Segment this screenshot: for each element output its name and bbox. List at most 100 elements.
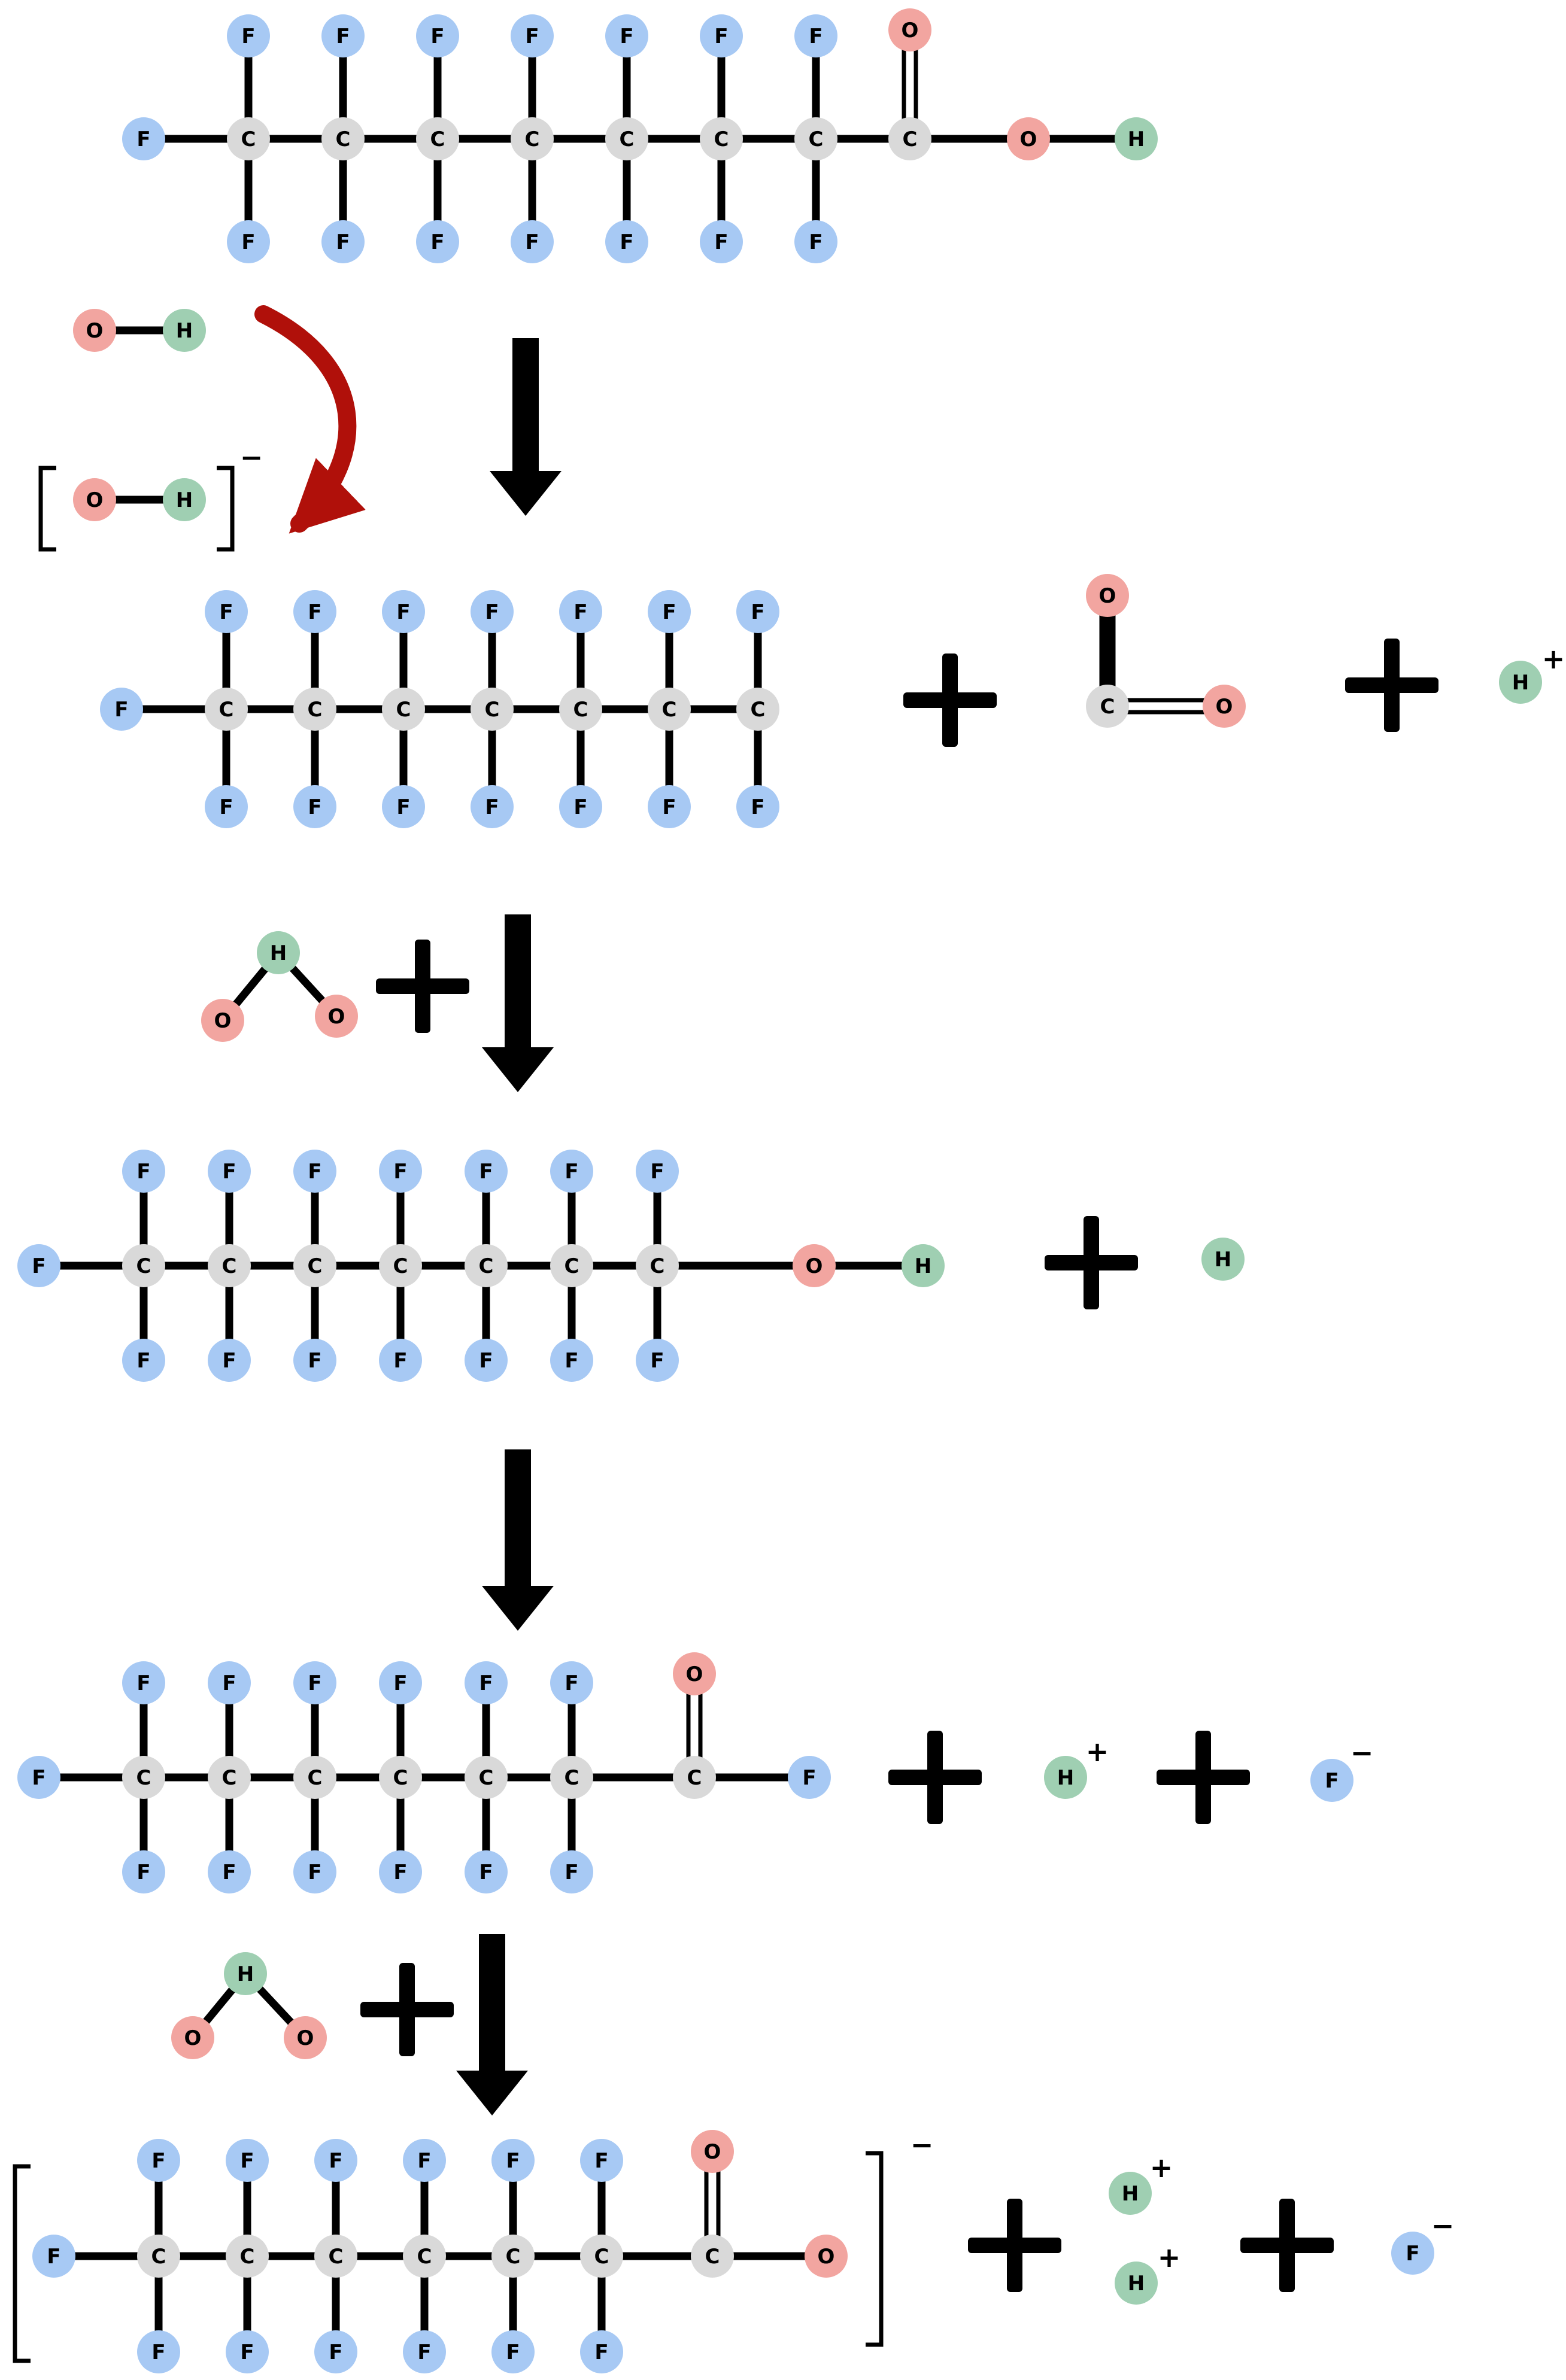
atom-symbol: F xyxy=(222,1349,236,1373)
atom-symbol: O xyxy=(328,1005,345,1029)
curved-arrow-icon xyxy=(254,305,366,534)
chain-carbon-atom: C xyxy=(227,117,270,160)
atom-symbol: C xyxy=(393,1254,408,1278)
atom-symbol: F xyxy=(329,2149,342,2173)
negative-charge: − xyxy=(1350,1737,1374,1769)
atom-symbol: F xyxy=(485,795,499,819)
proton-atom: H xyxy=(1115,2262,1158,2305)
fluorine-atom: F xyxy=(559,785,602,828)
atom-symbol: C xyxy=(396,698,411,722)
fluorine-atom: F xyxy=(293,590,336,633)
hydroxyl-radical-hydrogen: H xyxy=(163,309,206,352)
fluorine-atom: F xyxy=(314,2139,357,2182)
hydroxyl-hydrogen-atom: H xyxy=(902,1244,945,1287)
atom-symbol: C xyxy=(565,1766,579,1790)
atom-symbol: F xyxy=(620,25,633,48)
chain-carbon-atom: C xyxy=(465,1244,508,1287)
negative-charge: − xyxy=(1431,2209,1455,2242)
hydroperoxyl-oxygen: O xyxy=(201,999,244,1042)
atom-symbol: H xyxy=(1057,1766,1074,1790)
fluorine-atom: F xyxy=(636,1339,679,1382)
atom-symbol: F xyxy=(151,2341,165,2364)
chain-carbon-atom: C xyxy=(550,1756,593,1799)
fluorine-atom: F xyxy=(580,2330,623,2373)
chain-carbon-atom: C xyxy=(122,1244,165,1287)
fluorine-atom: F xyxy=(416,14,459,57)
plus-sign-icon xyxy=(376,940,469,1033)
hydroxide-hydrogen: H xyxy=(163,478,206,521)
carboxylate-carbon-atom: C xyxy=(691,2235,734,2278)
atom-symbol: F xyxy=(565,1861,578,1884)
hydroperoxyl-oxygen: O xyxy=(315,995,358,1038)
fluorine-atom: F xyxy=(491,2330,535,2373)
carboxylate-oxygen-atom: O xyxy=(691,2130,734,2173)
atom-symbol: F xyxy=(573,600,587,624)
chain-carbon-atom: C xyxy=(794,117,837,160)
atom-symbol: F xyxy=(565,1671,578,1695)
atom-symbol: F xyxy=(336,230,350,254)
atom-symbol: F xyxy=(308,1861,321,1884)
atom-symbol: C xyxy=(479,1254,494,1278)
acyl-fluorine-atom: F xyxy=(788,1756,831,1799)
atom-symbol: F xyxy=(32,1254,45,1278)
chain-carbon-atom: C xyxy=(122,1756,165,1799)
chain-carbon-atom: C xyxy=(293,1244,336,1287)
terminal-fluorine-atom: F xyxy=(122,117,165,160)
chain-carbon-atom: C xyxy=(208,1244,251,1287)
atom-symbol: C xyxy=(336,127,351,151)
chain-carbon-atom: C xyxy=(208,1756,251,1799)
atom-symbol: F xyxy=(479,1861,493,1884)
proton-atom: H xyxy=(1044,1756,1087,1799)
fluorine-atom: F xyxy=(205,785,248,828)
fluorine-atom: F xyxy=(465,1339,508,1382)
fluorine-atom: F xyxy=(382,590,425,633)
negative-charge: − xyxy=(240,441,263,473)
atom-symbol: C xyxy=(241,127,256,151)
atom-symbol: C xyxy=(393,1766,408,1790)
atom-symbol: F xyxy=(802,1766,816,1790)
chain-carbon-atom: C xyxy=(700,117,743,160)
chain-carbon-atom: C xyxy=(403,2235,446,2278)
chain-carbon-atom: C xyxy=(293,1756,336,1799)
atom-symbol: C xyxy=(219,698,234,722)
fluorine-atom: F xyxy=(471,785,514,828)
fluorine-atom: F xyxy=(227,220,270,263)
fluorine-atom: F xyxy=(550,1661,593,1704)
fluorine-atom: F xyxy=(491,2139,535,2182)
hydroxide-oxygen: O xyxy=(73,478,116,521)
fluorine-atom: F xyxy=(208,1339,251,1382)
acyl-carbon-atom: C xyxy=(673,1756,716,1799)
atom-symbol: F xyxy=(222,1160,236,1184)
plus-sign-icon xyxy=(968,2199,1061,2292)
atom-symbol: F xyxy=(136,1160,150,1184)
atom-symbol: C xyxy=(620,127,635,151)
chain-carbon-atom: C xyxy=(226,2235,269,2278)
atom-symbol: F xyxy=(485,600,499,624)
fluorine-atom: F xyxy=(700,14,743,57)
atom-symbol: C xyxy=(687,1766,702,1790)
atom-symbol: C xyxy=(222,1766,237,1790)
atom-symbol: C xyxy=(506,2245,521,2269)
atom-symbol: F xyxy=(430,25,444,48)
atom-symbol: O xyxy=(297,2026,314,2050)
atom-symbol: F xyxy=(114,698,128,722)
fluorine-atom: F xyxy=(379,1339,422,1382)
plus-sign-icon xyxy=(888,1731,982,1824)
fluorine-atom: F xyxy=(465,1661,508,1704)
plus-sign-icon xyxy=(360,1963,454,2056)
chain-carbon-atom: C xyxy=(648,688,691,731)
atom-symbol: C xyxy=(308,698,323,722)
atom-symbol: C xyxy=(705,2245,720,2269)
down-arrow-icon xyxy=(482,1449,554,1631)
atom-symbol: F xyxy=(151,2149,165,2173)
positive-charge: + xyxy=(1086,1735,1109,1768)
atom-symbol: F xyxy=(565,1349,578,1373)
atom-symbol: F xyxy=(396,795,410,819)
atom-symbol: F xyxy=(594,2341,608,2364)
atom-symbol: F xyxy=(809,25,823,48)
hydroxyl-oxygen-atom: O xyxy=(793,1244,836,1287)
atom-symbol: F xyxy=(714,230,728,254)
positive-charge: + xyxy=(1150,2151,1173,2184)
fluorine-atom: F xyxy=(605,220,648,263)
atom-symbol: F xyxy=(650,1160,664,1184)
